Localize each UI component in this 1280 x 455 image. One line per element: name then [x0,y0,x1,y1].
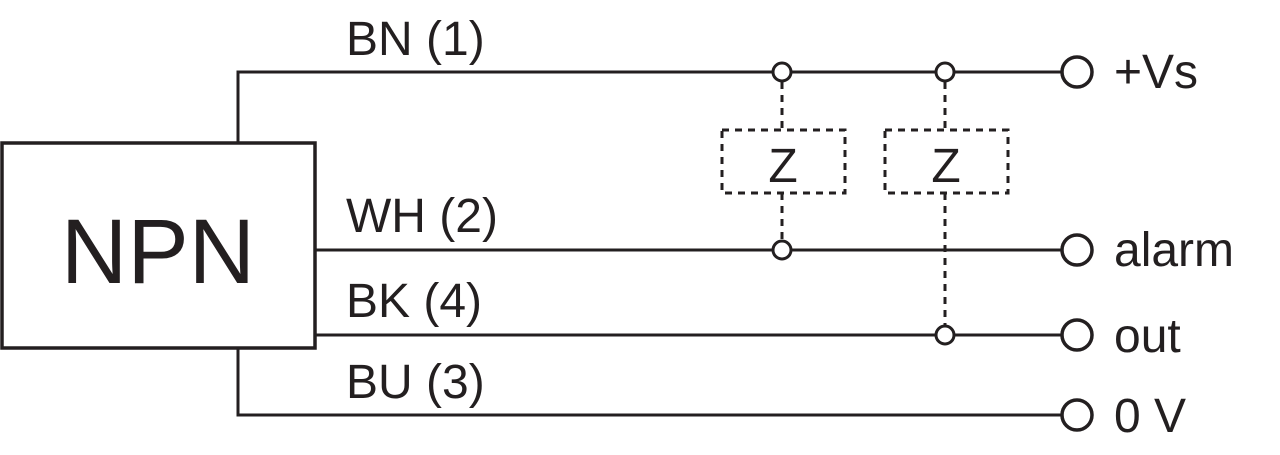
bu-wire [236,348,1062,417]
junction-node [934,324,956,346]
bk-wire-label: BK (4) [346,275,482,328]
npn-device-label: NPN [61,201,255,303]
zero-v-terminal-label: 0 V [1114,390,1186,443]
junction-node [771,61,793,83]
out-terminal-label: out [1114,310,1181,363]
load-1-label: Z [768,140,797,193]
alarm-terminal [1060,233,1094,267]
vs-terminal [1060,55,1094,89]
out-terminal [1060,318,1094,352]
vs-terminal-label: +Vs [1114,46,1198,99]
load-2-label: Z [931,140,960,193]
bn-wire-label: BN (1) [346,13,485,66]
bn-wire [236,70,1062,143]
bu-wire-label: BU (3) [346,356,485,409]
junction-node [771,239,793,261]
wh-wire-label: WH (2) [346,190,498,243]
junction-node [934,61,956,83]
alarm-terminal-label: alarm [1114,224,1234,277]
npn-device-box [0,141,317,350]
zero-v-terminal [1060,398,1094,432]
